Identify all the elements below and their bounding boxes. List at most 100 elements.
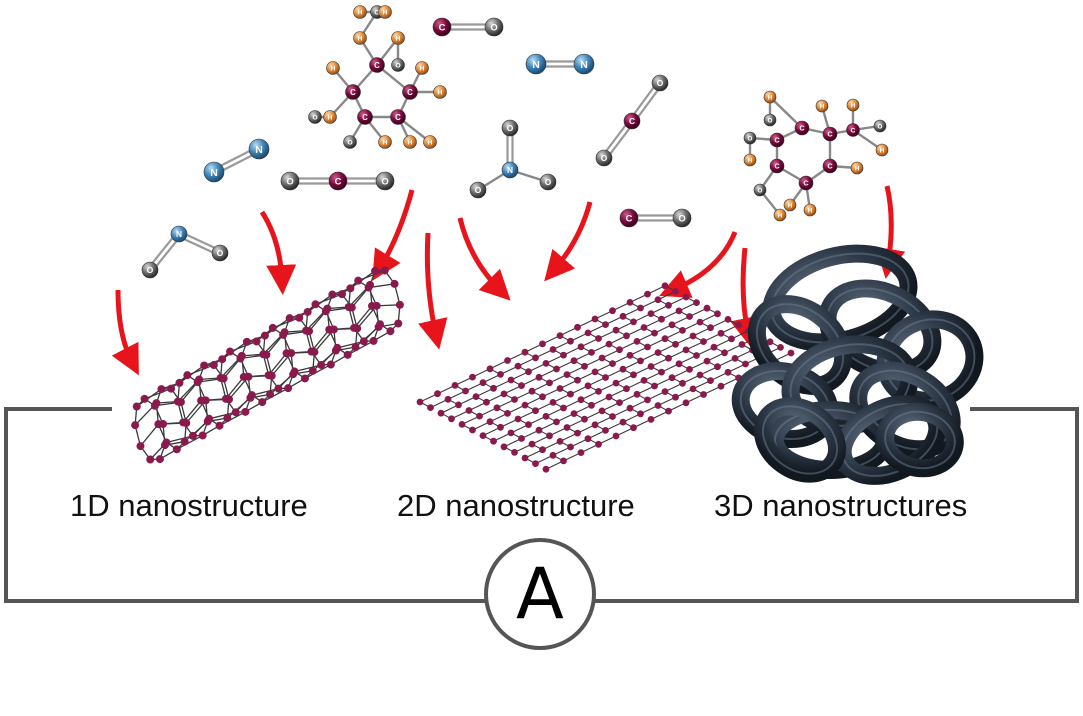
glucose2-c-4: C bbox=[769, 158, 785, 174]
ammeter-symbol: A bbox=[516, 553, 564, 635]
sheet-atom bbox=[644, 343, 651, 351]
sheet-atom bbox=[511, 449, 518, 456]
sheet-atom bbox=[500, 390, 508, 398]
sheet-atom bbox=[479, 432, 487, 439]
sheet-atom bbox=[462, 387, 469, 395]
co2-molecule-left-atom1: C bbox=[328, 171, 348, 191]
tube-atom bbox=[200, 361, 209, 370]
no3-n: N bbox=[501, 161, 519, 179]
sheet-atom bbox=[633, 390, 641, 398]
sheet-atom bbox=[605, 340, 613, 348]
tube-atom bbox=[179, 418, 188, 427]
sheet-atom bbox=[605, 393, 613, 401]
sheet-atom bbox=[584, 382, 592, 390]
tube-atom bbox=[285, 314, 294, 323]
n2-molecule-top-atom2: N bbox=[573, 53, 595, 75]
atom-label: H bbox=[820, 103, 825, 110]
sheet-atom bbox=[570, 357, 578, 365]
sheet-atom bbox=[549, 346, 557, 353]
sheet-atom bbox=[567, 443, 574, 451]
tube-atom bbox=[344, 302, 353, 311]
sheet-atom bbox=[598, 354, 606, 362]
label-2d-nanostructure: 2D nanostructure bbox=[397, 488, 635, 523]
tube-atom bbox=[350, 323, 359, 332]
sheet-atom bbox=[619, 365, 627, 373]
sheet-atom bbox=[707, 324, 714, 332]
sheet-atom bbox=[595, 440, 602, 448]
sheet-atom bbox=[591, 315, 599, 323]
glucose-sub-12: H bbox=[423, 135, 437, 149]
sheet-atom bbox=[630, 424, 637, 432]
no3-o1: O bbox=[501, 119, 519, 137]
tube-atom bbox=[132, 402, 141, 411]
sheet-atom bbox=[525, 421, 532, 428]
glucose-c-3: C bbox=[390, 109, 406, 125]
glucose2-sub-11: H bbox=[743, 153, 757, 167]
adsorption-arrow-2 bbox=[372, 189, 415, 281]
atom-label: N bbox=[580, 59, 588, 71]
atom-label: O bbox=[347, 139, 353, 146]
tube-atom bbox=[167, 384, 176, 393]
glucose-sub-3: H bbox=[378, 5, 392, 19]
glucose-sub-8: O bbox=[308, 110, 322, 124]
tube-atom bbox=[218, 355, 227, 364]
tube-atom bbox=[162, 438, 171, 447]
sheet-atom bbox=[665, 354, 672, 362]
sheet-atom bbox=[535, 426, 543, 434]
atom-label: N bbox=[532, 59, 540, 71]
sheet-atom bbox=[717, 382, 725, 390]
sheet-atom bbox=[700, 338, 707, 345]
sheet-atom bbox=[451, 382, 459, 389]
glucose-c-2: C bbox=[402, 84, 418, 100]
sheet-atom bbox=[556, 385, 564, 392]
atom-label: C bbox=[395, 113, 401, 122]
sheet-atom bbox=[591, 368, 599, 376]
sheet-atom bbox=[472, 393, 480, 400]
sheet-atom bbox=[665, 301, 672, 309]
sheet-atom bbox=[556, 438, 564, 445]
sheet-atom bbox=[696, 318, 704, 326]
torus-highlight-10 bbox=[884, 410, 956, 470]
tube-atom bbox=[390, 279, 399, 288]
sheet-atom bbox=[574, 376, 581, 384]
tube-atom bbox=[368, 302, 376, 310]
glucose-sub-10: H bbox=[433, 85, 447, 99]
atom-label: H bbox=[880, 147, 885, 154]
atom-label: H bbox=[383, 9, 388, 16]
sheet-atom bbox=[490, 384, 497, 392]
tube-atom bbox=[274, 384, 283, 393]
tube-atom bbox=[173, 397, 182, 406]
atom-label: H bbox=[408, 139, 413, 146]
n2-molecule-left-atom1: N bbox=[203, 161, 225, 183]
sheet-atom bbox=[612, 379, 620, 387]
sheet-atom bbox=[647, 310, 655, 317]
sheet-atom bbox=[532, 407, 539, 415]
sheet-atom bbox=[539, 340, 546, 348]
tube-atom bbox=[326, 360, 335, 369]
co2-molecule-right-atom1: C bbox=[623, 112, 641, 130]
atom-label: O bbox=[490, 22, 497, 33]
atom-label: H bbox=[438, 89, 443, 96]
no3-o2: O bbox=[469, 181, 487, 199]
tube-atom bbox=[300, 374, 309, 383]
sheet-atom bbox=[703, 357, 711, 365]
sheet-atom bbox=[644, 290, 651, 298]
sheet-atom bbox=[542, 465, 550, 473]
sheet-atom bbox=[609, 413, 616, 420]
sheet-atom bbox=[626, 404, 634, 412]
sheet-atom bbox=[448, 415, 455, 423]
sheet-atom bbox=[654, 402, 662, 409]
sheet-atom bbox=[661, 335, 669, 343]
atom-label: C bbox=[362, 113, 368, 122]
n2-molecule-left-atom2: N bbox=[248, 138, 270, 160]
sheet-atom bbox=[637, 357, 644, 365]
sheet-atom bbox=[619, 418, 627, 426]
glucose-sub-4: H bbox=[391, 31, 405, 45]
sheet-atom bbox=[630, 318, 637, 326]
tube-atom bbox=[264, 371, 273, 380]
no2-molecule-left-atom1: N bbox=[170, 225, 188, 243]
sheet-atom bbox=[672, 393, 679, 401]
sheet-atom bbox=[553, 418, 560, 426]
tube-atom bbox=[371, 266, 380, 275]
